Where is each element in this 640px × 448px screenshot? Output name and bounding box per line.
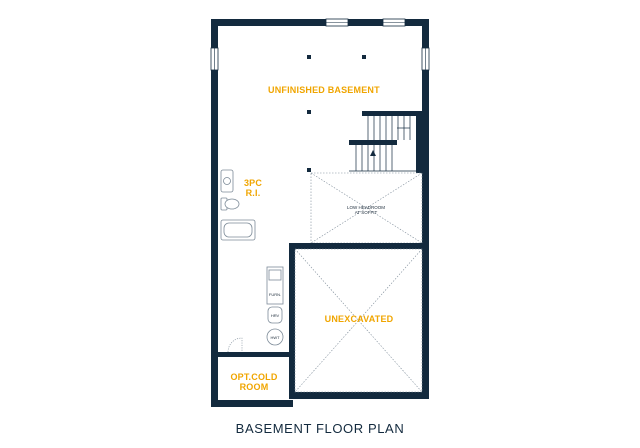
- cold-room-top-wall: [218, 352, 289, 357]
- unexcavated-label: UNEXCAVATED: [324, 314, 394, 324]
- cold-room-door-swing: [227, 337, 243, 353]
- bottom-wall-right: [289, 392, 429, 399]
- stair-top-wall: [362, 111, 422, 116]
- bathroom-label-line2: R.I.: [245, 188, 261, 198]
- left-wall: [211, 19, 218, 407]
- stair-landing-wall: [349, 140, 397, 145]
- column: [307, 110, 311, 114]
- column: [307, 168, 311, 172]
- bottom-wall-left: [211, 400, 293, 407]
- unexcavated-top-wall: [289, 243, 429, 249]
- right-wall: [422, 19, 429, 397]
- cold-room-label-line1: OPT.COLD: [230, 372, 278, 382]
- hwt-label: HWT: [270, 335, 280, 340]
- cold-room-label-line2: ROOM: [239, 382, 269, 392]
- unexcavated-left-wall: [289, 243, 295, 399]
- hrv-label: HRV: [270, 313, 280, 318]
- low-headroom-note-line2: AT SOFFIT: [354, 210, 378, 215]
- furnace-label: FURN.: [268, 292, 282, 297]
- hrv-icon: [267, 306, 283, 324]
- drain-icon: [223, 177, 231, 185]
- stair-side-wall: [416, 111, 422, 173]
- cold-room-walls: [218, 352, 289, 357]
- column: [362, 55, 366, 59]
- water-heater-icon: [266, 328, 284, 346]
- unfinished-basement-label: UNFINISHED BASEMENT: [268, 85, 380, 95]
- toilet-bowl-icon: [224, 198, 240, 210]
- mechanical-fixtures: [266, 266, 284, 346]
- bathtub-basin-icon: [223, 222, 253, 238]
- plan-caption: BASEMENT FLOOR PLAN: [235, 421, 405, 436]
- windows: [210, 18, 430, 71]
- furnace-panel-icon: [268, 269, 282, 281]
- column: [307, 55, 311, 59]
- stair-arrow-icon: [370, 150, 376, 156]
- support-columns: [307, 55, 366, 172]
- bathroom-label-line1: 3PC: [243, 178, 263, 188]
- top-wall: [211, 19, 429, 26]
- unexcavated-cross: [294, 248, 423, 393]
- unexcavated-walls: [289, 243, 429, 399]
- exterior-walls: [211, 19, 429, 407]
- bathroom-fixtures: [220, 169, 256, 241]
- low-headroom-soffit: [310, 172, 423, 244]
- staircase: [349, 111, 422, 173]
- low-headroom-note-line1: LOW HEADROOM: [346, 205, 385, 210]
